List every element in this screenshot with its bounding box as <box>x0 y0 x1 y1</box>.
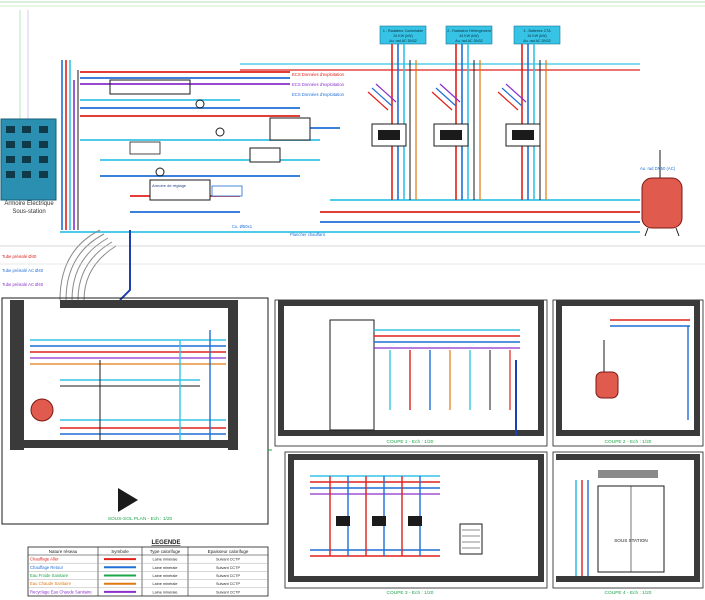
unit-3-line2: 34 KW (kW) <box>527 34 546 38</box>
unit-1-line3: Au. rad AC DN32 <box>389 39 417 43</box>
unit-2-line1: 2 - Radiateur Hébergement <box>447 29 491 33</box>
label-ecs-1: ECS Données d'exploitation <box>292 72 345 77</box>
unit-2-line2: 44 KW (kW) <box>459 34 478 38</box>
legend-row-type: Laine minérale <box>153 590 178 594</box>
legend-title: LEGENDE <box>151 540 180 546</box>
label-ecs-2: ECS Données d'exploitation <box>292 82 345 87</box>
legend-row-type: Laine minérale <box>153 566 178 570</box>
coupe-1: COUPE 1 - Ech : 1/20 <box>274 299 548 447</box>
sous-station-label: SOUS STATION <box>614 538 648 543</box>
legend-row-type: Laine minérale <box>153 558 178 562</box>
label-control: Armoire de réglage <box>152 183 187 188</box>
collector-unit-2: 2 - Radiateur Hébergement 44 KW (kW) Au.… <box>433 25 493 200</box>
cabinet-title: Armoire Electrique <box>4 201 54 207</box>
plan-vessel <box>30 398 54 422</box>
unit-1-line2: 24 KW (kW) <box>393 34 412 38</box>
coupe-2-vessel <box>595 371 619 399</box>
note-ecs: Tube préisolé AC Ø40 <box>2 282 44 287</box>
frame-lines <box>0 1 705 120</box>
plan-title: SOUS-SOL PLAN - Ech : 1/20 <box>108 516 173 522</box>
legend-header-nature: Nature réseau <box>49 549 78 554</box>
coupe-4: SOUS STATION COUPE 4 - Ech : 1/20 <box>552 451 704 596</box>
note-chauffage-aller: Tube préisolé Ø40 <box>2 254 37 259</box>
cabinet-subtitle: Sous-station <box>12 209 45 215</box>
legend-header-type: Type calorifuge <box>150 549 181 554</box>
coupe-3-title: COUPE 3 - Ech : 1/20 <box>387 590 434 596</box>
legend-header-symbol: Symbole <box>111 549 129 554</box>
note-chauffage-retour: Tube préisolé AC Ø40 <box>2 268 44 273</box>
legend-row-thickness: Suivant CCTP <box>216 566 241 570</box>
valve-clusters <box>367 83 527 111</box>
coupe-4-title: COUPE 4 - Ech : 1/20 <box>605 590 652 596</box>
legend-row-thickness: Suivant CCTP <box>216 590 241 594</box>
unit-1-line1: 1 - Radiateur Confortable <box>383 29 423 33</box>
collector-unit-1: 1 - Radiateur Confortable 24 KW (kW) Au.… <box>371 25 427 200</box>
legend-header-thickness: Epaisseur calorifuge <box>208 549 249 554</box>
electrical-cabinet: Armoire Electrique Sous-station <box>0 118 57 215</box>
cabinet-risers <box>61 60 79 230</box>
legend-row-name: Eau Chaude Sanitaire <box>30 581 72 586</box>
coupe-1-title: COUPE 1 - Ech : 1/20 <box>387 439 434 445</box>
exchanger-group <box>109 79 311 201</box>
unit-3-line3: Au. rad AC DN32 <box>523 39 551 43</box>
coupe-3: COUPE 3 - Ech : 1/20 <box>284 451 548 596</box>
legend-row-thickness: Suivant CCTP <box>216 582 241 586</box>
legend-table: LEGENDE Nature réseau Symbole Type calor… <box>27 540 269 597</box>
label-heating-floor: Plancher chauffant <box>290 232 326 237</box>
coupe-2-title: COUPE 2 - Ech : 1/20 <box>605 439 652 445</box>
blue-drop-pipe <box>119 230 131 301</box>
unit-2-line3: Au. rad AC DN32 <box>455 39 483 43</box>
label-ecs-3: ECS Données d'exploitation <box>292 92 345 97</box>
expansion-vessel <box>641 150 683 237</box>
legend-row-type: Laine minérale <box>153 574 178 578</box>
buried-pipes <box>59 229 117 301</box>
top-schematic: Armoire Electrique Sous-station <box>0 1 705 301</box>
legend-row-name: Chauffage Aller <box>30 557 59 562</box>
legend-row-name: Recyclage Eau Chaude Sanitaire <box>30 589 92 594</box>
unit-3-line1: 3 - Batteries CTA <box>523 29 551 33</box>
plan-view: SOUS-SOL PLAN - Ech : 1/20 <box>1 297 272 525</box>
label-bottom-pipe: Cu. Ø50x1 <box>232 224 253 229</box>
legend-row-thickness: Suivant CCTP <box>216 574 241 578</box>
legend-row-thickness: Suivant CCTP <box>216 558 241 562</box>
north-arrow <box>118 488 138 512</box>
coupe-2: COUPE 2 - Ech : 1/20 <box>552 299 704 447</box>
label-vessel-note: Au. rad DN50 (AC) <box>640 166 676 171</box>
legend-row-name: Chauffage Retour <box>30 565 64 570</box>
legend-row-type: Laine minérale <box>153 582 178 586</box>
legend-row-name: Eau Froide Sanitaire <box>30 573 69 578</box>
collector-unit-3: 3 - Batteries CTA 34 KW (kW) Au. rad AC … <box>505 25 561 200</box>
